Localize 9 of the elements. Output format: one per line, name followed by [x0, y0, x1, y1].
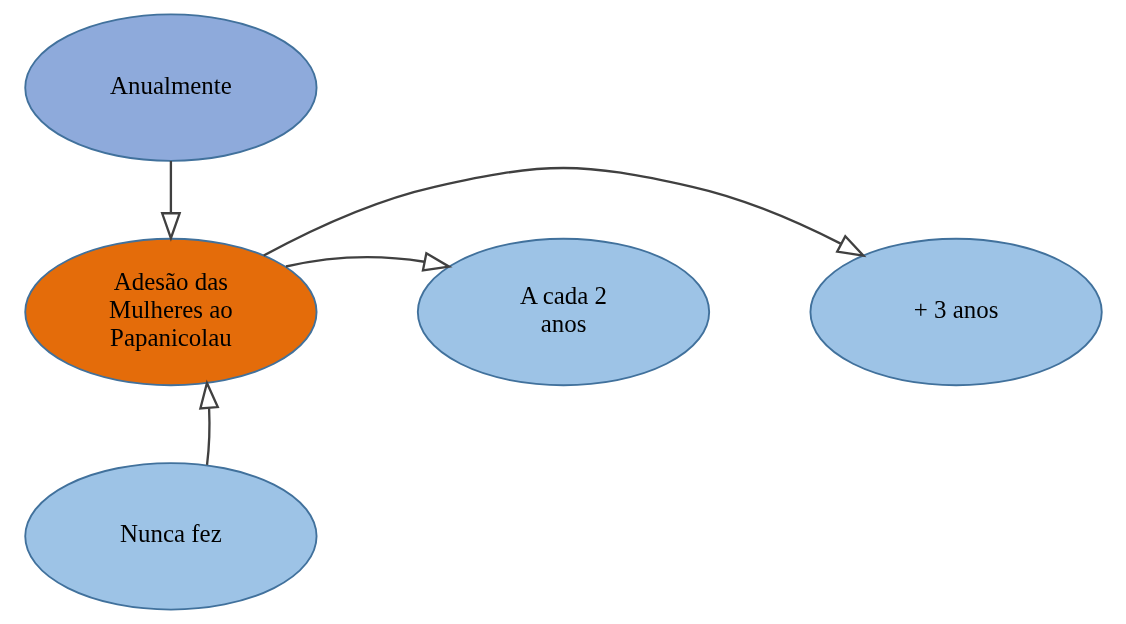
node-ellipse: Anualmente [23, 13, 317, 162]
arrow [285, 251, 453, 272]
node-ellipse: Nunca fez [23, 462, 317, 611]
node-ellipse: A cada 2 anos [416, 237, 710, 387]
arrow [160, 161, 181, 242]
arrow [262, 166, 866, 258]
node-ellipse: Adesão das Mulheres ao Papanicolau [23, 237, 317, 387]
node-ellipse: + 3 anos [809, 237, 1103, 387]
arrow [198, 379, 219, 465]
